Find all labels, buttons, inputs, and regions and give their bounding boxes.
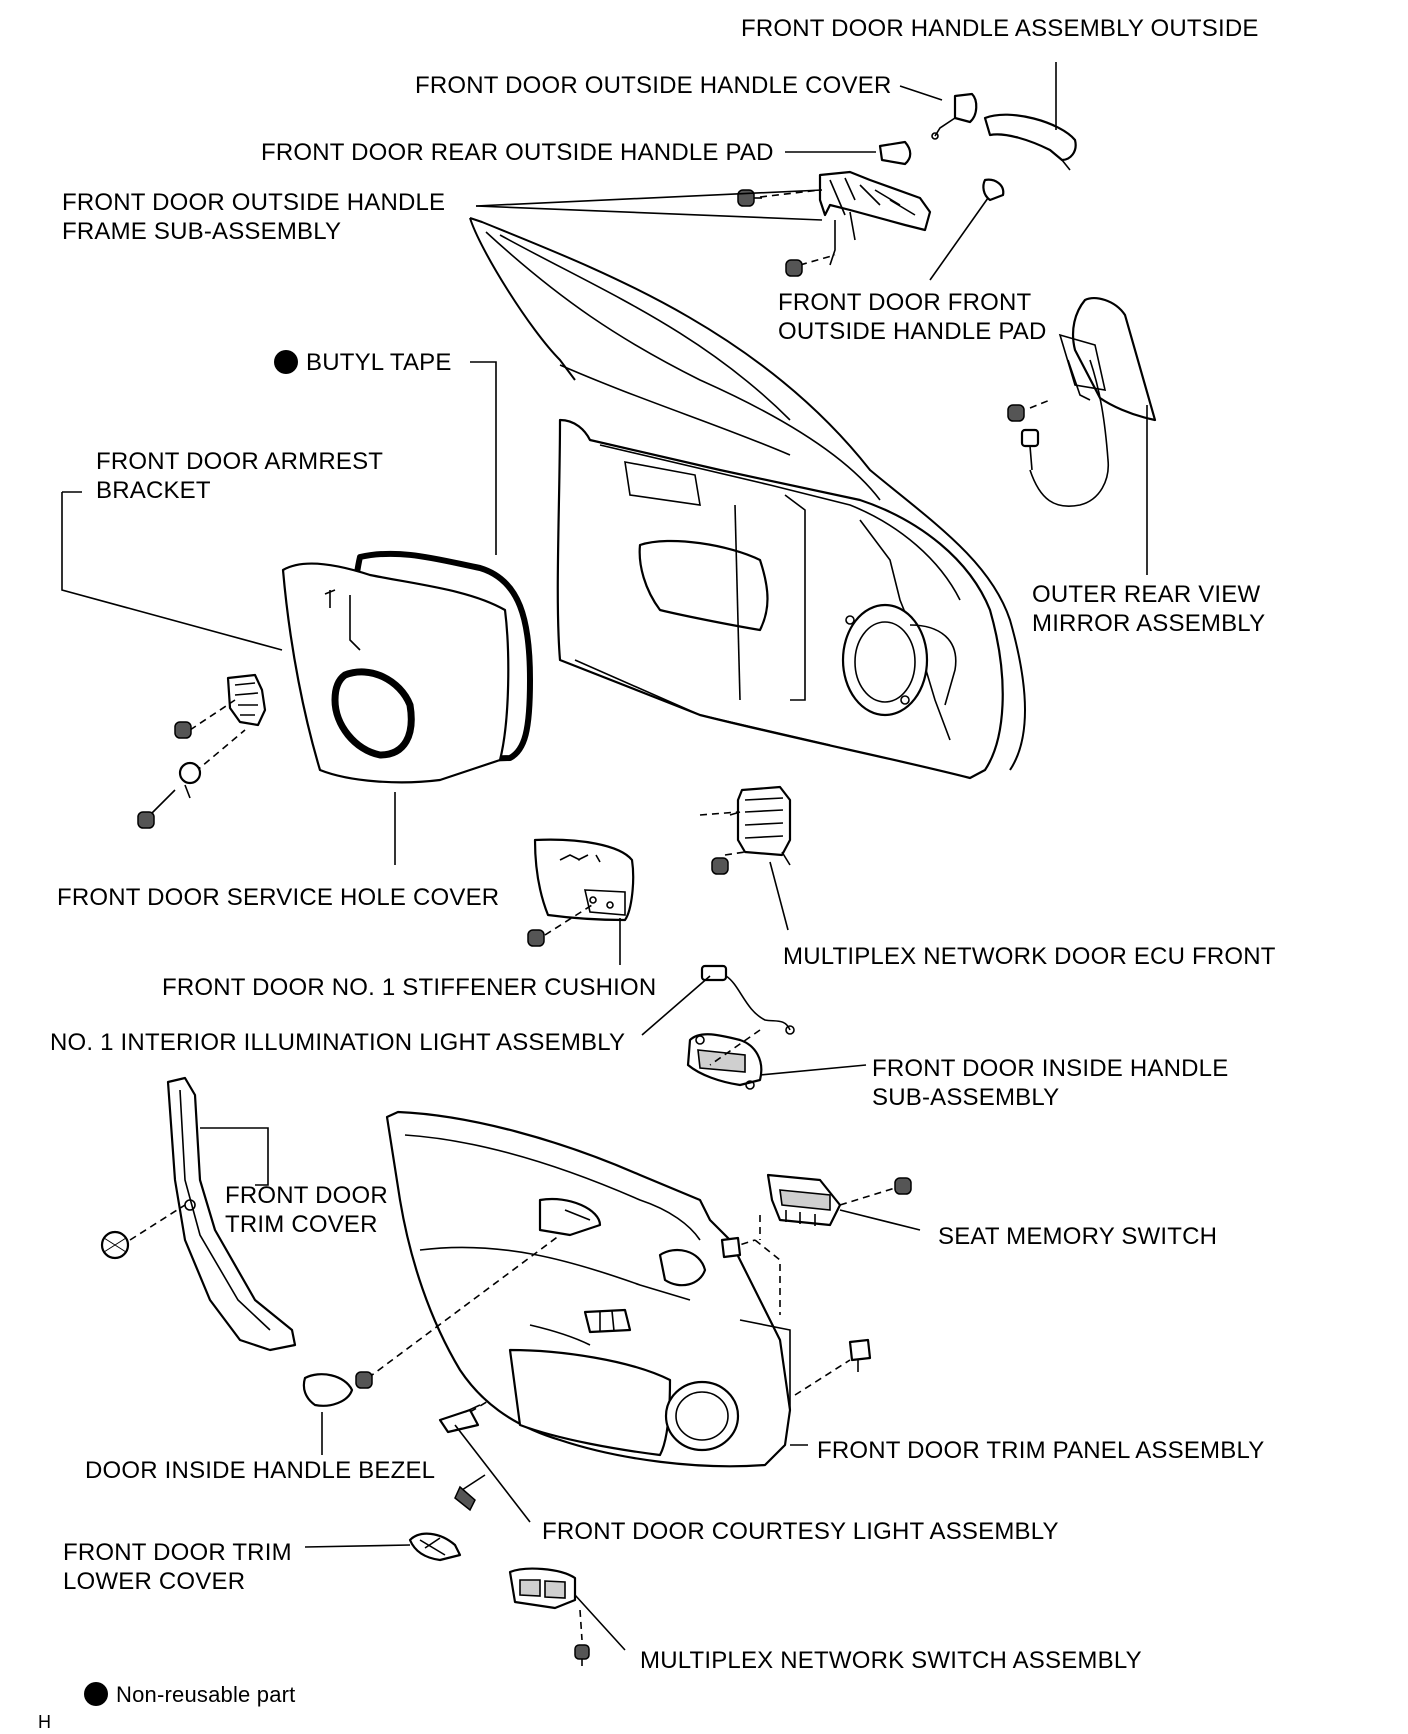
label-mirror-line2: MIRROR ASSEMBLY: [1032, 610, 1266, 637]
label-trim-lower-cover-line1: FRONT DOOR TRIM: [63, 1539, 292, 1566]
door-ecu: [699, 785, 792, 875]
label-trim-cover-line1: FRONT DOOR: [225, 1182, 388, 1209]
non-reusable-legend-icon: [84, 1682, 108, 1706]
trim-lower-cover: [408, 1532, 462, 1562]
label-network-switch: MULTIPLEX NETWORK SWITCH ASSEMBLY: [640, 1647, 1142, 1674]
butyl-tape-text: BUTYL TAPE: [306, 349, 452, 376]
leader-lines: [61, 62, 1148, 1651]
label-front-outside-handle-pad-line2: OUTSIDE HANDLE PAD: [778, 318, 1047, 345]
label-mirror-line1: OUTER REAR VIEW: [1032, 581, 1261, 608]
armrest-bracket: [137, 673, 267, 829]
label-armrest-bracket-line1: FRONT DOOR ARMREST: [96, 448, 384, 475]
label-service-hole-cover: FRONT DOOR SERVICE HOLE COVER: [57, 884, 500, 911]
front-door-trim-panel: [355, 1110, 872, 1468]
corner-mark: H: [38, 1712, 52, 1732]
outer-mirror: [1007, 297, 1157, 507]
door-inner-panel: [469, 217, 1026, 780]
label-stiffener-cushion: FRONT DOOR NO. 1 STIFFENER CUSHION: [162, 974, 657, 1001]
courtesy-light: [438, 1399, 491, 1512]
non-reusable-mark-icon: [274, 350, 298, 374]
service-hole-cover: [281, 550, 533, 784]
label-armrest-bracket-line2: BRACKET: [96, 477, 211, 504]
label-butyl-tape: BUTYL TAPE: [274, 348, 452, 377]
label-trim-cover-line2: TRIM COVER: [225, 1211, 378, 1238]
label-outside-handle-frame-line1: FRONT DOOR OUTSIDE HANDLE: [62, 189, 446, 216]
label-outside-handle-frame-line2: FRAME SUB-ASSEMBLY: [62, 218, 342, 245]
illumination-light-and-inside-handle: [686, 964, 795, 1090]
label-door-ecu-front: MULTIPLEX NETWORK DOOR ECU FRONT: [783, 943, 1276, 970]
label-handle-assembly-outside: FRONT DOOR HANDLE ASSEMBLY OUTSIDE: [741, 15, 1259, 42]
legend-non-reusable-text: Non-reusable part: [116, 1682, 296, 1707]
label-trim-panel: FRONT DOOR TRIM PANEL ASSEMBLY: [817, 1437, 1265, 1464]
label-inside-handle-line2: SUB-ASSEMBLY: [872, 1084, 1060, 1111]
network-switch: [508, 1567, 590, 1666]
label-courtesy-light: FRONT DOOR COURTESY LIGHT ASSEMBLY: [542, 1518, 1059, 1545]
label-front-outside-handle-pad-line1: FRONT DOOR FRONT: [778, 289, 1032, 316]
outside-handle-group: [737, 92, 1077, 277]
stiffener-cushion: [527, 838, 635, 947]
label-illumination-light: NO. 1 INTERIOR ILLUMINATION LIGHT ASSEMB…: [50, 1029, 626, 1056]
label-outside-handle-cover: FRONT DOOR OUTSIDE HANDLE COVER: [415, 72, 892, 99]
door-inside-handle-bezel: [302, 1373, 354, 1407]
label-rear-outside-handle-pad: FRONT DOOR REAR OUTSIDE HANDLE PAD: [261, 139, 774, 166]
label-trim-lower-cover-line2: LOWER COVER: [63, 1568, 246, 1595]
legend-non-reusable: Non-reusable part: [84, 1680, 296, 1709]
label-seat-memory-switch: SEAT MEMORY SWITCH: [938, 1223, 1218, 1250]
front-door-trim-cover: [100, 1076, 297, 1352]
seat-memory-switch: [766, 1173, 912, 1227]
label-inside-handle-bezel: DOOR INSIDE HANDLE BEZEL: [85, 1457, 436, 1484]
label-inside-handle-line1: FRONT DOOR INSIDE HANDLE: [872, 1055, 1229, 1082]
